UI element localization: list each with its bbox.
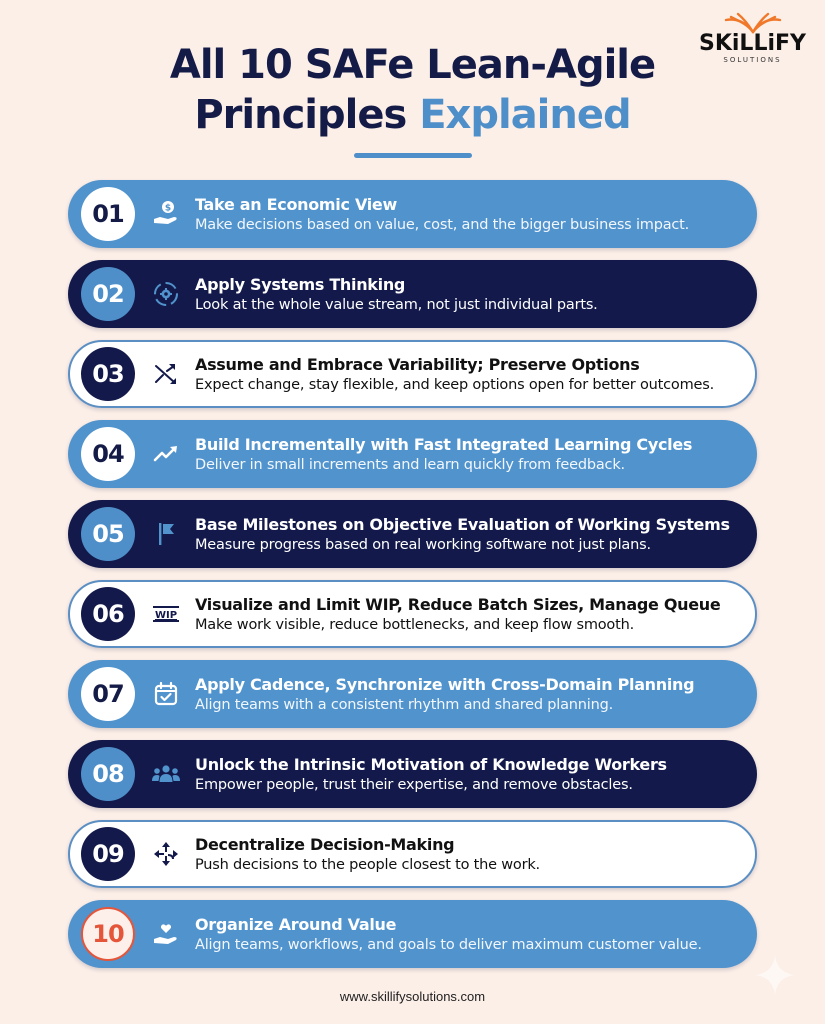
principle-card-06: 06 WIP Visualize and Limit WIP, Reduce B…: [68, 580, 757, 648]
principle-description: Make work visible, reduce bottlenecks, a…: [195, 616, 634, 633]
decentralize-arrows-icon: [149, 837, 183, 871]
wip-icon: WIP: [149, 597, 183, 631]
principle-title: Apply Systems Thinking: [195, 274, 406, 294]
brand-name: SKiLLiFY: [699, 31, 806, 56]
title-underline-divider: [354, 153, 472, 158]
principle-card-10: 10 Organize Around Value Align teams, wo…: [68, 900, 757, 968]
principle-title: Assume and Embrace Variability; Preserve…: [195, 354, 640, 374]
title-accent-text: Explained: [419, 92, 631, 138]
principle-title: Decentralize Decision-Making: [195, 834, 455, 854]
principle-number-badge: 08: [81, 747, 135, 801]
principle-card-07: 07 Apply Cadence, Synchronize with Cross…: [68, 660, 757, 728]
principle-number-badge: 10: [81, 907, 135, 961]
footer-website: www.skillifysolutions.com: [339, 989, 486, 1004]
principles-list: 01 $ Take an Economic View Make decision…: [68, 180, 757, 980]
people-group-icon: [149, 757, 183, 791]
principle-title: Unlock the Intrinsic Motivation of Knowl…: [195, 754, 667, 774]
page-title: All 10 SAFe Lean-Agile Principles Explai…: [0, 40, 825, 140]
principle-description: Deliver in small increments and learn qu…: [195, 456, 625, 473]
title-line-2: Principles Explained: [0, 90, 825, 140]
principle-title: Build Incrementally with Fast Integrated…: [195, 434, 693, 454]
svg-text:$: $: [165, 204, 171, 214]
principle-title: Visualize and Limit WIP, Reduce Batch Si…: [195, 594, 721, 614]
principle-card-05: 05 Base Milestones on Objective Evaluati…: [68, 500, 757, 568]
principle-card-09: 09 Decentralize Decision-Making Push dec…: [68, 820, 757, 888]
principle-title: Base Milestones on Objective Evaluation …: [195, 514, 730, 534]
svg-text:WIP: WIP: [155, 610, 177, 621]
brand-subtitle: SOLUTIONS: [723, 56, 782, 64]
principle-description: Align teams with a consistent rhythm and…: [195, 696, 613, 713]
principle-title: Apply Cadence, Synchronize with Cross-Do…: [195, 674, 695, 694]
principle-card-02: 02 Apply Systems Thinking Look at the wh…: [68, 260, 757, 328]
principle-number-badge: 03: [81, 347, 135, 401]
principle-number-badge: 04: [81, 427, 135, 481]
title-main-text: Principles: [194, 92, 420, 138]
principle-card-04: 04 Build Incrementally with Fast Integra…: [68, 420, 757, 488]
principle-number-badge: 05: [81, 507, 135, 561]
title-line-1: All 10 SAFe Lean-Agile: [169, 42, 656, 88]
flag-icon: [149, 517, 183, 551]
principle-number-badge: 07: [81, 667, 135, 721]
sparkle-icon: [755, 955, 795, 995]
principle-number-badge: 01: [81, 187, 135, 241]
trend-up-icon: [149, 437, 183, 471]
principle-card-03: 03 Assume and Embrace Variability; Prese…: [68, 340, 757, 408]
shuffle-arrows-icon: [149, 357, 183, 391]
calendar-check-icon: [149, 677, 183, 711]
principle-number-badge: 06: [81, 587, 135, 641]
principle-title: Organize Around Value: [195, 914, 397, 934]
principle-description: Look at the whole value stream, not just…: [195, 296, 598, 313]
principle-number-badge: 09: [81, 827, 135, 881]
principle-description: Expect change, stay flexible, and keep o…: [195, 376, 714, 393]
principle-title: Take an Economic View: [195, 194, 397, 214]
heart-hand-icon: [149, 917, 183, 951]
principle-description: Push decisions to the people closest to …: [195, 856, 540, 873]
principle-number-badge: 02: [81, 267, 135, 321]
principle-description: Empower people, trust their expertise, a…: [195, 776, 633, 793]
brand-logo: SKiLLiFY SOLUTIONS: [690, 12, 815, 65]
principle-description: Make decisions based on value, cost, and…: [195, 216, 690, 233]
systems-gear-cycle-icon: [149, 277, 183, 311]
principle-card-01: 01 $ Take an Economic View Make decision…: [68, 180, 757, 248]
open-book-icon: [724, 12, 781, 34]
principle-card-08: 08 Unlock the Intrinsic Motivation of Kn…: [68, 740, 757, 808]
principle-description: Align teams, workflows, and goals to del…: [195, 936, 702, 953]
principle-description: Measure progress based on real working s…: [195, 536, 651, 553]
money-hand-icon: $: [149, 197, 183, 231]
